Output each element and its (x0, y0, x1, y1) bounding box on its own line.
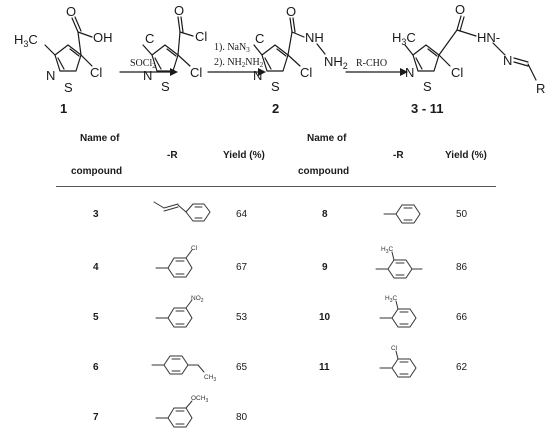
compound-id-5: 5 (93, 312, 99, 323)
methyl-label-3: C (255, 31, 264, 46)
compound-id-10: 10 (319, 312, 331, 323)
yield-8: 50 (456, 209, 468, 220)
r-group-3-methoxyphenyl: OCH3 (155, 395, 208, 428)
product-range-label: 3 - 11 (411, 101, 444, 116)
yield-7: 80 (236, 412, 248, 423)
reagent-nan3: 1). NaN3 (214, 42, 250, 54)
acyl-chloride-label: Cl (195, 29, 207, 44)
reagent-aldehyde: R-CHO (356, 58, 387, 69)
sub-ch3-6: CH3 (204, 374, 216, 383)
reaction-arrow-1: SOCl2 (119, 58, 178, 76)
yield-9: 86 (456, 262, 468, 273)
yield-10: 66 (456, 312, 468, 323)
hydrazone-nh-label: HN- (477, 30, 500, 45)
r-group-phenyl (383, 204, 421, 224)
ring-n-label: N (46, 68, 55, 83)
yield-11: 62 (456, 362, 468, 373)
r-group-3-chlorophenyl: Cl (155, 245, 198, 278)
hydrazone-n-label: N (503, 53, 512, 68)
r-group-4-ethylphenyl: CH3 (151, 355, 216, 383)
header-r-left: -R (167, 150, 178, 161)
ring-s-label-2: S (161, 79, 170, 94)
header-yield-left: Yield (%) (223, 150, 265, 161)
carbonyl-o-label-2: O (174, 3, 184, 18)
table-header-rule (56, 186, 496, 187)
carbonyl-o-label-4: O (455, 2, 465, 17)
r-group-3-nitrophenyl: NO2 (155, 295, 204, 328)
sub-no2: NO2 (191, 295, 204, 304)
sub-h3c-10: H3C (385, 295, 397, 304)
r-group-2-4-dimethylphenyl: H3C (375, 246, 423, 279)
compound-id-7: 7 (93, 412, 99, 423)
header-r-right: -R (393, 150, 404, 161)
chloro-label-3: Cl (300, 65, 312, 80)
sub-h3c-9: H3C (381, 246, 393, 255)
header-name-line1-left: Name of (80, 133, 120, 144)
chloro-label-2: Cl (190, 65, 202, 80)
reagent-hydrazine: 2). NH2NH2 (214, 57, 264, 69)
carbonyl-o-label: O (66, 4, 76, 19)
r-group-2-methylphenyl: H3C (379, 295, 417, 328)
ring-n-label-2: N (143, 68, 152, 83)
ring-s-label-4: S (423, 79, 432, 94)
compound-id-4: 4 (93, 262, 99, 273)
compound-1-label: 1 (60, 101, 67, 116)
compound-2-label: 2 (272, 101, 279, 116)
r-group-2-chlorophenyl: Cl (379, 345, 417, 378)
yield-3: 64 (236, 209, 248, 220)
sub-och3: OCH3 (191, 395, 208, 404)
compound-id-3: 3 (93, 209, 99, 220)
compound-id-11: 11 (319, 362, 330, 373)
compound-id-8: 8 (322, 209, 328, 220)
carbonyl-o-label-3: O (286, 4, 296, 19)
r-group-styryl (153, 201, 211, 222)
ring-n-label-4: N (405, 65, 414, 80)
ring-n-label-3: N (253, 68, 262, 83)
r-group-label: R (536, 81, 545, 96)
chloro-label-4: Cl (451, 65, 463, 80)
ring-s-label-3: S (271, 79, 280, 94)
methyl-label-4: H3C (392, 30, 416, 47)
product-structure: H3C O HN- N R N S Cl 3 - 11 (392, 2, 545, 116)
hydrazide-nh2-label: NH2 (324, 54, 348, 71)
compound-id-6: 6 (93, 362, 99, 373)
reagent-socl2: SOCl2 (130, 58, 156, 70)
ring-s-label: S (64, 80, 73, 95)
compound-id-9: 9 (322, 262, 328, 273)
methyl-label-2: C (145, 31, 154, 46)
sub-cl-4: Cl (191, 245, 198, 252)
hydroxyl-label: OH (93, 30, 113, 45)
sub-cl-11: Cl (391, 345, 398, 352)
compound-2-structure: C O NH NH2 N S Cl 2 (253, 4, 348, 116)
acid-chloride-structure: C O Cl N S Cl (142, 3, 207, 94)
reaction-arrow-2: 1). NaN3 2). NH2NH2 (207, 42, 266, 76)
reaction-scheme: H3C O OH N S Cl 1 SOCl2 C O Cl N S Cl 1)… (14, 2, 545, 116)
hydrazide-nh-label: NH (305, 30, 324, 45)
compound-1-structure: H3C O OH N S Cl 1 (14, 4, 113, 116)
header-name-line2-left: compound (71, 166, 123, 177)
yield-6: 65 (236, 362, 248, 373)
header-name-line2-right: compound (298, 166, 350, 177)
header-name-line1-right: Name of (307, 133, 347, 144)
header-yield-right: Yield (%) (445, 150, 487, 161)
yield-5: 53 (236, 312, 248, 323)
chloro-label: Cl (90, 65, 102, 80)
reaction-arrow-3: R-CHO (345, 58, 408, 76)
methyl-label: H3C (14, 32, 38, 49)
yield-4: 67 (236, 262, 248, 273)
